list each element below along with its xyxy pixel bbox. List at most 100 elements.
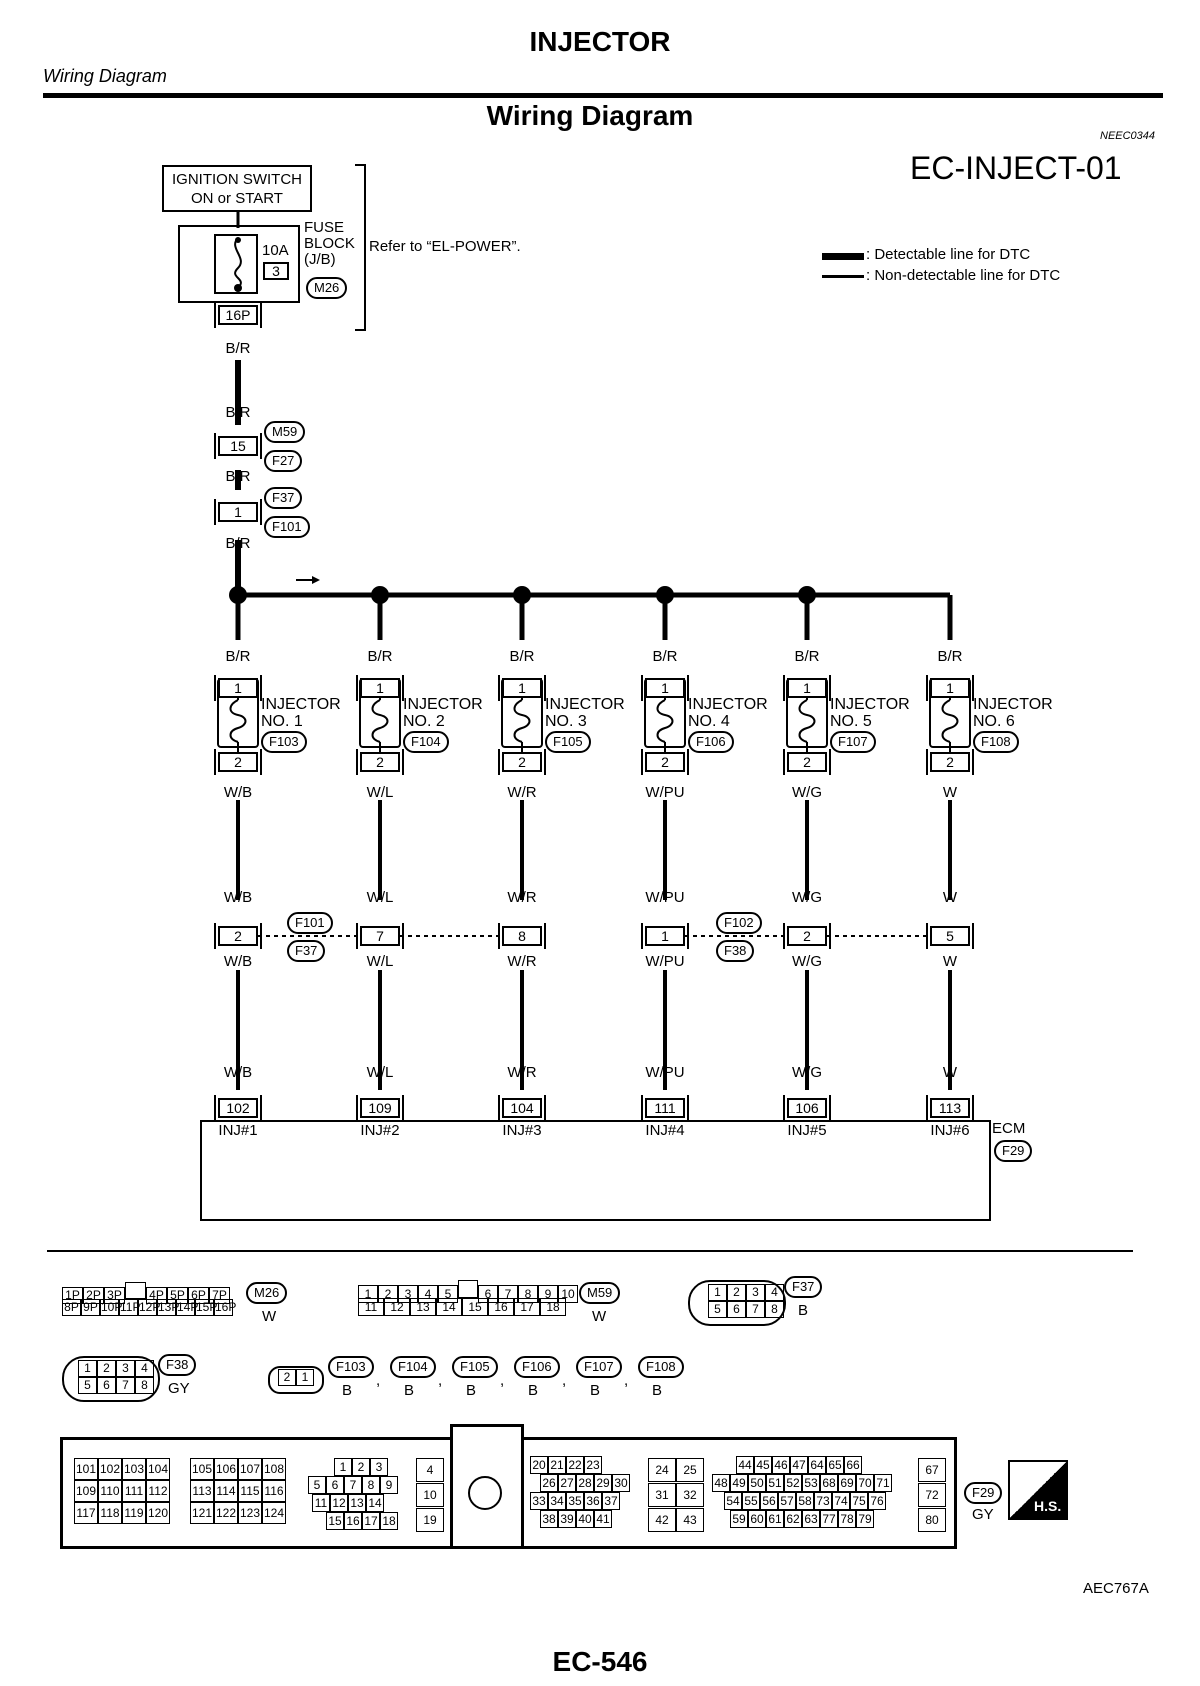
diagram-code: NEEC0344 [1100,130,1156,142]
connector-cell: 36 [584,1492,602,1510]
connector-cell: 47 [790,1456,808,1474]
injector-name-2: NO. 4 [688,713,730,730]
connector-cell [458,1280,478,1298]
wire-label-ecm: W/L [366,1064,394,1081]
ecm-connector-tag: F29 [994,1140,1033,1162]
legend-non-detectable-swatch [822,275,864,278]
connector-cell: 79 [856,1510,874,1528]
connector-cell: 44 [736,1456,754,1474]
wire-label-junction-bottom: W/B [223,953,253,970]
wire-label-junction-bottom: W/R [507,953,537,970]
injector-pin-top: 1 [498,675,546,701]
connector-cell: 13 [348,1494,366,1512]
small-connector-color: B [342,1382,353,1399]
connector-cell: 13P [157,1299,180,1316]
connector-cell: 9 [380,1476,398,1494]
connector-cell: 72 [918,1483,946,1507]
connector-cell: 21 [548,1456,566,1474]
connector-cell: 78 [838,1510,856,1528]
injector-coil [229,699,247,743]
connector-cell: 104 [146,1458,170,1480]
wire-label-in: B/R [509,648,535,665]
tag-separator: , [438,1372,443,1389]
connector-cell: 37 [602,1492,620,1510]
connector-cell: 38 [540,1510,558,1528]
connector-cell: 16P [214,1299,237,1316]
connector-m26-tag: M26 [306,277,348,299]
hs-icon: H.S. [1008,1460,1068,1520]
small-connector-color: B [652,1382,663,1399]
wire-label-junction-top: W/L [366,889,394,906]
connector-cell: 2P [83,1287,104,1304]
connector-cell: 6 [97,1377,116,1394]
injector-pin-bottom: 2 [214,749,262,775]
connector-cell: 5 [78,1377,97,1394]
connector-cell: 66 [844,1456,862,1474]
connector-cell: 4 [765,1284,784,1301]
connector-cell: 4 [418,1285,438,1303]
connector-cell: 32 [676,1483,704,1507]
connector-cell: 50 [748,1474,766,1492]
ecm-pin: 104 [498,1095,546,1121]
connector-cell: 103 [122,1458,146,1480]
wire-label-ecm: W [942,1064,958,1081]
connector-cell: 19 [416,1508,444,1532]
connector-cell: 64 [808,1456,826,1474]
small-connector-color: B [466,1382,477,1399]
fuse-number: 3 [263,262,289,280]
injector-coil [656,699,674,743]
connector-cell: 24 [648,1458,676,1482]
injector-pin-bottom: 2 [498,749,546,775]
ecm-box [200,1120,991,1221]
injector-name-1: INJECTOR [545,696,625,713]
ecm-pin-label: INJ#3 [502,1122,542,1139]
fuse-label-2: BLOCK [304,235,355,252]
tag-separator: , [562,1372,567,1389]
injector-pin-bottom: 2 [641,749,689,775]
wire-label-junction-bottom: W [942,953,958,970]
connector-cell: 16 [488,1298,514,1316]
page-number: EC-546 [552,1646,648,1677]
connector-cell: 46 [772,1456,790,1474]
wire-label-out: W/R [507,784,537,801]
connector-cell: 5 [438,1285,458,1303]
junction-pin: 5 [926,923,974,949]
injector-name-2: NO. 1 [261,713,303,730]
ecm-pin: 106 [783,1095,831,1121]
connector-cell: 17 [514,1298,540,1316]
connector-cell: 73 [814,1492,832,1510]
junction-tag-right-a: F102 [716,912,762,934]
connector-cell: 25 [676,1458,704,1482]
f29-tag: F29 [964,1482,1003,1504]
ecm-pin-label: INJ#5 [787,1122,827,1139]
connector-cell: 121 [190,1502,214,1524]
ecm-pin: 102 [214,1095,262,1121]
ecm-pin: 109 [356,1095,404,1121]
connector-cell: 10 [558,1285,578,1303]
refer-text: Refer to “EL-POWER”. [369,238,521,255]
connector-cell: 11 [312,1494,330,1512]
wire-label-junction-bottom: W/G [792,953,822,970]
section-divider [47,1250,1133,1252]
connector-cell: 34 [548,1492,566,1510]
connector-cell: 1 [358,1285,378,1303]
ecm-pin-label: INJ#4 [645,1122,685,1139]
connector-row: 10 [416,1483,444,1507]
connector-cell: 115 [238,1480,262,1502]
connector-row: 72 [918,1483,946,1507]
connector-cell: 74 [832,1492,850,1510]
injector-connector-tag: F103 [261,731,307,753]
fuse-rating: 10A [262,242,289,259]
wire-label-out: W/G [792,784,822,801]
connector-cell: 5 [308,1476,326,1494]
